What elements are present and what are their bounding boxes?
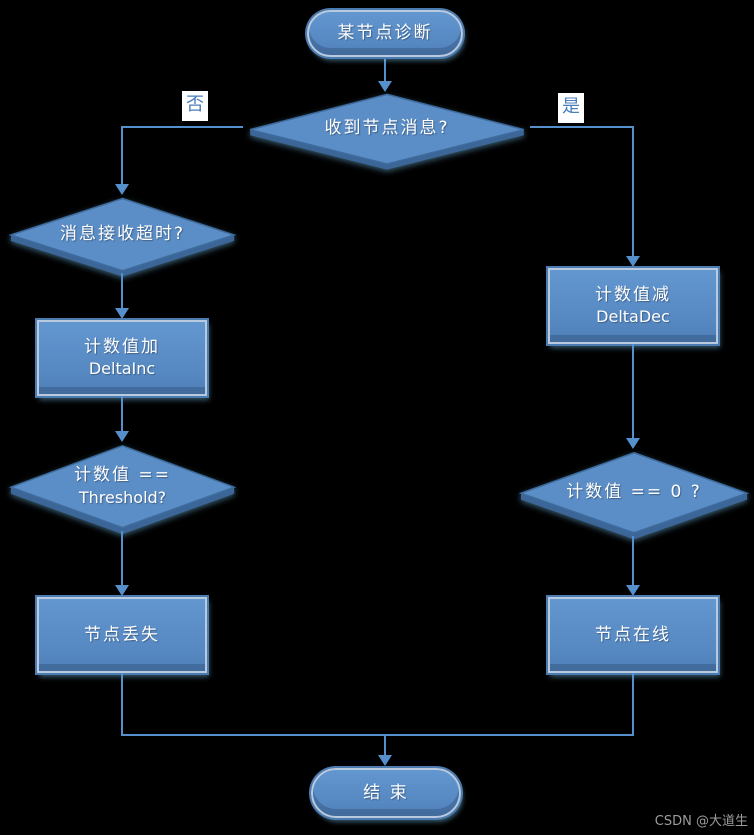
arrowhead-zero-to-online: [626, 585, 640, 596]
decision-threshold-line2: Threshold?: [78, 487, 167, 507]
decision-threshold-line1: 计数值 ==: [74, 464, 171, 485]
connector-inc-to-threshold: [121, 396, 123, 434]
arrowhead-start-to-receive: [378, 81, 392, 92]
connector-receive-yes-vertical: [632, 126, 634, 257]
arrowhead-threshold-to-lost: [115, 585, 129, 596]
diamond-shape: [243, 92, 531, 170]
connector-dec-to-zero: [632, 344, 634, 441]
connector-timeout-to-inc: [121, 273, 123, 311]
arrowhead-no-to-timeout: [115, 184, 129, 195]
decision-timeout-node: 消息接收超时?: [5, 196, 240, 279]
branch-label-yes: 是: [558, 93, 584, 123]
decision-timeout-label: 消息接收超时?: [59, 223, 186, 244]
connector-receive-no-vertical: [121, 126, 123, 186]
decision-receive-node: 收到节点消息?: [243, 92, 531, 172]
process-lost-node: 节点丢失: [37, 597, 207, 673]
connector-receive-no-horizontal: [121, 126, 243, 128]
process-inc-line1: 计数值加: [84, 337, 160, 358]
decision-threshold-label: 计数值 == Threshold?: [5, 443, 240, 529]
connector-lost-to-merge: [121, 673, 123, 736]
branch-label-no: 否: [182, 91, 208, 121]
decision-zero-label: 计数值 == 0 ?: [566, 481, 702, 502]
diamond-shape: [5, 196, 240, 277]
arrowhead-dec-to-zero: [626, 438, 640, 449]
connector-zero-to-online: [632, 536, 634, 588]
process-inc-node: 计数值加 DeltaInc: [37, 320, 207, 396]
decision-receive-label: 收到节点消息?: [324, 118, 450, 139]
process-dec-line2: DeltaDec: [596, 307, 670, 327]
arrowhead-yes-to-dec: [626, 256, 640, 267]
process-lost-label: 节点丢失: [84, 624, 160, 645]
connector-merge-horizontal: [121, 734, 634, 736]
process-online-label: 节点在线: [595, 624, 671, 645]
start-node: 某节点诊断: [307, 10, 463, 57]
end-node: 结 束: [311, 768, 461, 818]
arrowhead-inc-to-threshold: [115, 431, 129, 442]
connector-threshold-to-lost: [121, 531, 123, 588]
watermark-text: CSDN @大道生: [654, 814, 748, 829]
decision-zero-node: 计数值 == 0 ?: [515, 450, 753, 542]
process-dec-line1: 计数值减: [595, 285, 671, 306]
connector-start-to-receive: [384, 57, 386, 84]
connector-online-to-merge: [632, 673, 634, 736]
start-node-label: 某节点诊断: [337, 23, 433, 44]
process-dec-node: 计数值减 DeltaDec: [548, 268, 718, 344]
end-node-label: 结 束: [363, 782, 409, 803]
process-online-node: 节点在线: [548, 597, 718, 673]
process-inc-line2: DeltaInc: [88, 359, 156, 379]
arrowhead-timeout-to-inc: [115, 308, 129, 319]
connector-receive-yes-horizontal: [530, 126, 634, 128]
diamond-shape: [515, 450, 753, 540]
arrowhead-merge-to-end: [378, 755, 392, 766]
diamond-shape: [5, 443, 240, 535]
connector-merge-to-end: [384, 734, 386, 757]
decision-threshold-node: 计数值 == Threshold?: [5, 443, 240, 537]
